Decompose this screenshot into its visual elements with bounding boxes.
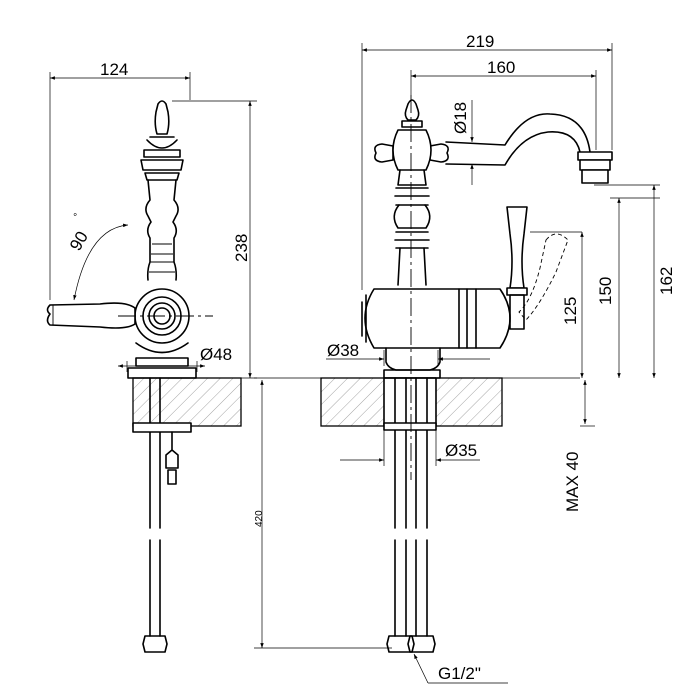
front-dimensions <box>326 43 660 684</box>
side-dimensions <box>49 72 580 649</box>
rotation-label: 90 <box>66 228 92 254</box>
hose-length-label: 420 <box>254 510 265 527</box>
height-162-label: 162 <box>657 267 676 295</box>
thread-label: G1/2" <box>438 664 481 683</box>
side-view <box>46 100 242 653</box>
front-view <box>320 95 613 653</box>
side-countertop <box>132 377 242 427</box>
height-150-label: 150 <box>596 277 615 305</box>
base-diameter-label: Ø38 <box>327 341 359 360</box>
side-diameter-label: Ø48 <box>200 345 232 364</box>
front-width-label: 219 <box>466 32 494 51</box>
degree-symbol: ° <box>72 212 84 221</box>
hole-diameter-label: Ø35 <box>445 441 477 460</box>
height-125-label: 125 <box>561 297 580 325</box>
max-thickness-label: MAX 40 <box>563 452 582 512</box>
side-width-label: 124 <box>100 60 128 79</box>
spout-reach-label: 160 <box>487 58 515 77</box>
side-height-label: 238 <box>232 234 251 262</box>
spout-diameter-label: Ø18 <box>451 102 470 134</box>
